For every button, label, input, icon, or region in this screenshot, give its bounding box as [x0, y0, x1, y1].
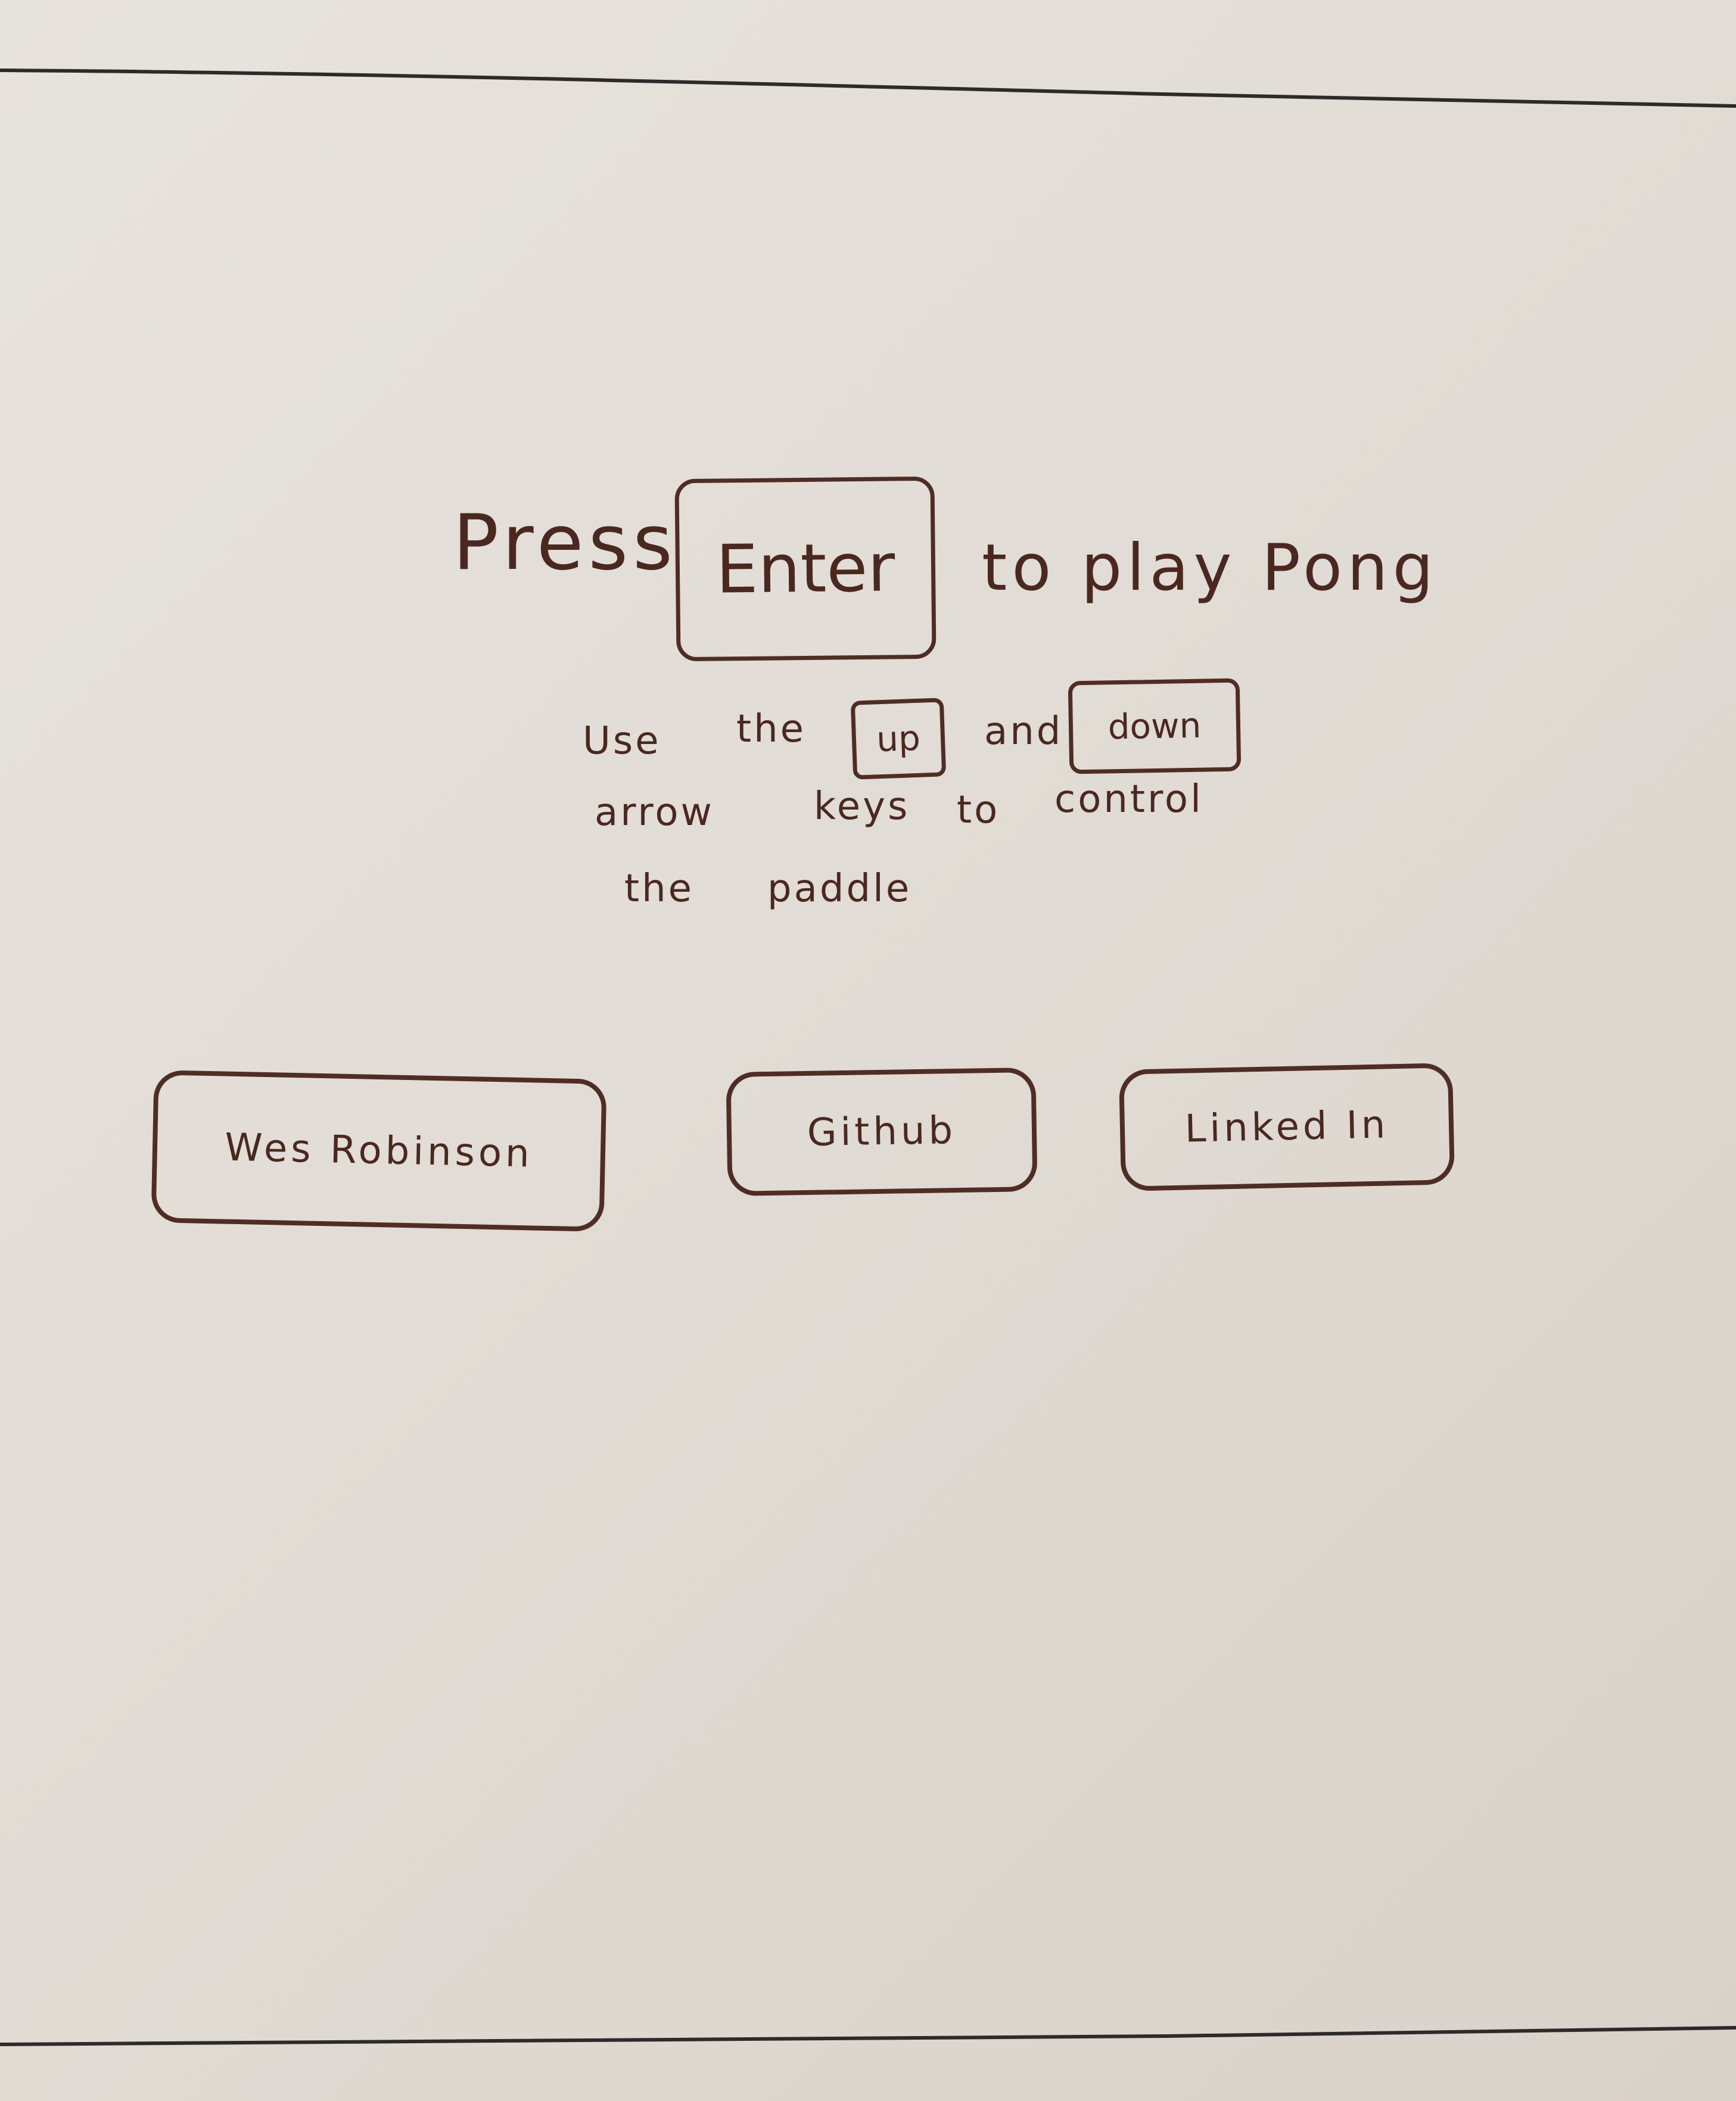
wes-robinson-button[interactable]: Wes Robinson	[151, 1070, 607, 1232]
title-suffix-text: to play Pong	[982, 531, 1439, 605]
enter-key-indicator: Enter	[674, 476, 937, 662]
instruction-control-text: control	[1054, 777, 1203, 821]
title-prefix-text: Press	[453, 499, 677, 587]
down-arrow-key-indicator: down	[1068, 678, 1242, 774]
instruction-the-second-text: the	[624, 867, 695, 911]
instruction-to-text: to	[957, 788, 1000, 832]
enter-key-label: Enter	[715, 529, 895, 609]
instruction-use-text: Use	[583, 719, 661, 763]
linkedin-button-label: Linked In	[1184, 1103, 1390, 1151]
instruction-and-text: and	[984, 709, 1063, 754]
down-key-label: down	[1107, 705, 1202, 748]
wes-robinson-button-label: Wes Robinson	[224, 1125, 534, 1176]
instruction-the-text: the	[736, 707, 807, 751]
linkedin-button[interactable]: Linked In	[1118, 1063, 1455, 1191]
instruction-keys-text: keys	[814, 785, 910, 829]
up-key-label: up	[876, 717, 921, 760]
instruction-arrow-text: arrow	[595, 790, 714, 835]
github-button[interactable]: Github	[726, 1067, 1038, 1197]
instruction-paddle-text: paddle	[767, 867, 912, 911]
up-arrow-key-indicator: up	[850, 698, 947, 780]
github-button-label: Github	[807, 1109, 957, 1155]
